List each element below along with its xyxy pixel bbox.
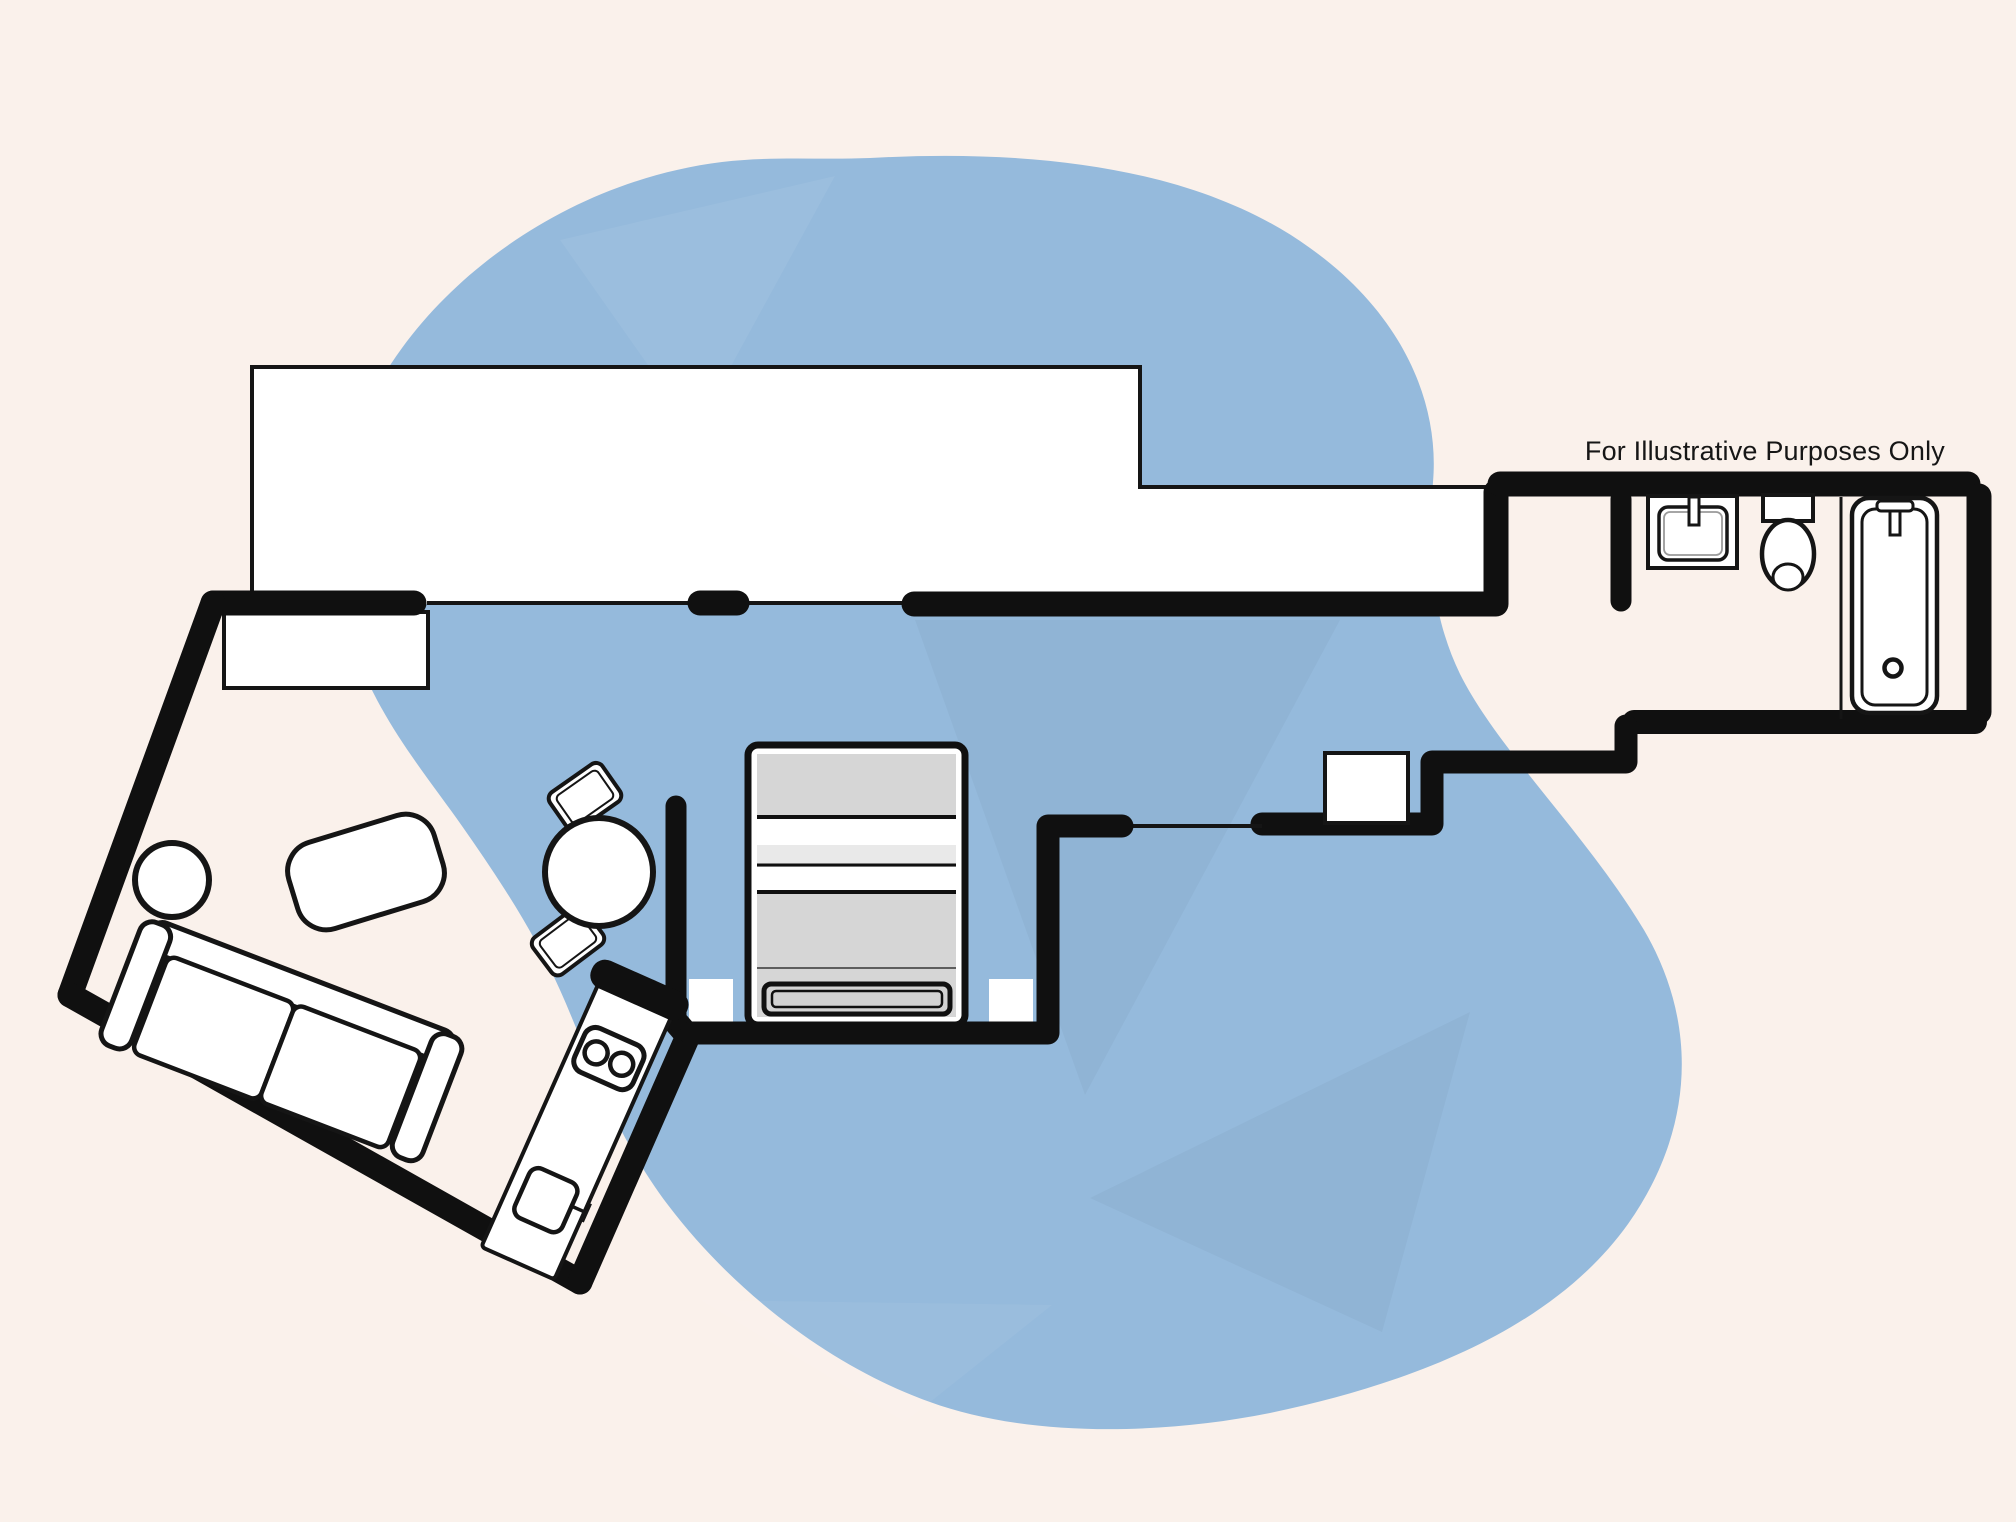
- corridor: [250, 365, 1490, 605]
- bathtub-drain: [1882, 657, 1904, 679]
- toilet-seat: [1771, 562, 1805, 592]
- sink-tap: [1687, 495, 1701, 527]
- sofa-cushion: [258, 1004, 423, 1150]
- corridor-floor: [252, 367, 1490, 604]
- disclaimer-text: For Illustrative Purposes Only: [1585, 436, 1945, 466]
- corridor-outline: [250, 365, 1490, 604]
- side-table: [132, 840, 212, 920]
- sofa-arm-right: [389, 1031, 465, 1164]
- kitchen: [480, 959, 689, 1281]
- bed-sheet-band: [757, 845, 956, 865]
- bathroom: [1646, 493, 1940, 719]
- sofa-arm-left: [98, 919, 174, 1052]
- bathtub-tap: [1888, 509, 1902, 537]
- bed-sheet-fold: [757, 819, 956, 845]
- kitchen-counter-end-wall: [590, 959, 689, 1021]
- coffee-table-top: [285, 811, 447, 933]
- wall-bedroom-right-bottom: [678, 814, 1134, 1045]
- kitchen-sink-basin: [512, 1165, 580, 1235]
- kitchen-sink-tap: [569, 1203, 587, 1215]
- nightstand-right: [989, 979, 1033, 1023]
- bathtub: [1849, 495, 1940, 716]
- bathroom-sink: [1646, 494, 1739, 570]
- living-room: [98, 811, 465, 1164]
- blob-facet: [560, 176, 835, 432]
- dining-table: [542, 815, 656, 929]
- blob-facet: [700, 1300, 1052, 1422]
- coffee-table: [285, 811, 447, 933]
- stove-burner: [607, 1050, 636, 1079]
- kitchen-sink-tap: [580, 1202, 592, 1223]
- bed-footboard: [761, 981, 953, 1017]
- nightstand-left: [689, 979, 733, 1023]
- bed-footboard-inner: [770, 989, 944, 1009]
- dining-area: [529, 760, 656, 978]
- bed-sheet-fold: [757, 867, 956, 891]
- stove: [571, 1024, 647, 1093]
- toilet-tank: [1761, 493, 1815, 523]
- wall-corridor-bottom-right: [901, 479, 1509, 617]
- stair-window: [1323, 751, 1410, 825]
- stove-burner: [582, 1039, 610, 1067]
- kitchen-sink: [512, 1165, 592, 1235]
- sofa: [98, 919, 465, 1164]
- wall-living-left-diagonal: [57, 590, 226, 1008]
- chair-seat-inner: [555, 769, 615, 825]
- bathtub-outer: [1849, 495, 1940, 716]
- closet: [222, 610, 430, 690]
- toilet: [1759, 493, 1817, 592]
- bed: [744, 741, 969, 1029]
